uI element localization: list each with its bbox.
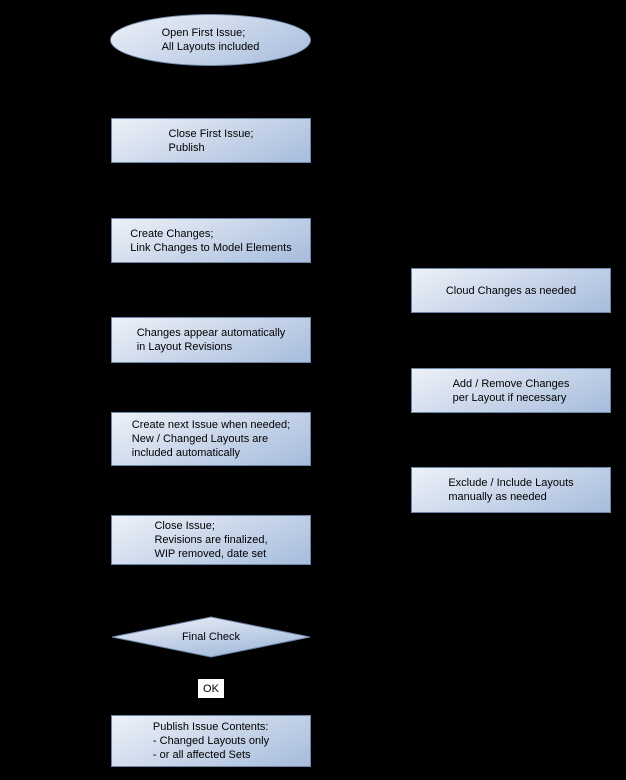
node-final-check: Final Check	[111, 616, 311, 658]
node-cloud-changes: Cloud Changes as needed	[411, 268, 611, 313]
ok-edge-label: OK	[198, 679, 224, 698]
node-publish-issue-contents-label: Publish Issue Contents: - Changed Layout…	[152, 721, 270, 761]
node-cloud-changes-label: Cloud Changes as needed	[445, 284, 577, 297]
node-open-first-issue: Open First Issue; All Layouts included	[110, 14, 311, 66]
node-changes-appear-label: Changes appear automatically in Layout R…	[136, 327, 286, 353]
node-final-check-label: Final Check	[181, 631, 241, 643]
node-add-remove-changes-label: Add / Remove Changes per Layout if neces…	[452, 377, 570, 404]
node-add-remove-changes: Add / Remove Changes per Layout if neces…	[411, 368, 611, 413]
diamond-shape	[111, 616, 311, 658]
node-create-next-issue: Create next Issue when needed; New / Cha…	[111, 412, 311, 466]
node-close-first-issue: Close First Issue; Publish	[111, 118, 311, 163]
node-open-first-issue-label: Open First Issue; All Layouts included	[161, 27, 260, 53]
node-create-next-issue-label: Create next Issue when needed; New / Cha…	[131, 419, 291, 459]
node-exclude-include-layouts: Exclude / Include Layouts manually as ne…	[411, 467, 611, 513]
node-publish-issue-contents: Publish Issue Contents: - Changed Layout…	[111, 715, 311, 767]
ok-edge-label-text: OK	[203, 682, 219, 695]
node-close-issue: Close Issue; Revisions are finalized, WI…	[111, 515, 311, 565]
node-changes-appear: Changes appear automatically in Layout R…	[111, 317, 311, 363]
node-exclude-include-layouts-label: Exclude / Include Layouts manually as ne…	[448, 477, 574, 503]
node-create-changes-label: Create Changes; Link Changes to Model El…	[130, 227, 292, 254]
node-close-issue-label: Close Issue; Revisions are finalized, WI…	[154, 520, 268, 560]
node-create-changes: Create Changes; Link Changes to Model El…	[111, 218, 311, 263]
node-close-first-issue-label: Close First Issue; Publish	[168, 127, 254, 154]
